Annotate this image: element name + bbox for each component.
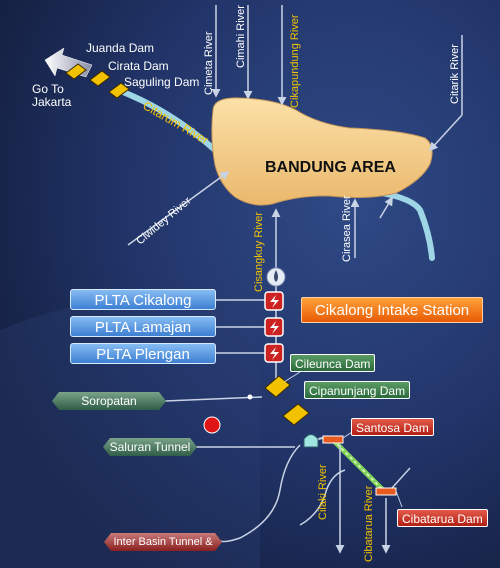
- santosa-dam-label: Santosa Dam: [351, 418, 434, 436]
- cipanunjang-dam-label: Cipanunjang Dam: [304, 381, 411, 399]
- plta-cikalong-label: PLTA Cikalong: [70, 289, 216, 310]
- cirasea-river-label: Cirasea River: [341, 195, 353, 262]
- east-feeder-line: [391, 467, 411, 489]
- citarik-river-arrow: [428, 114, 463, 152]
- soropatan-node: [247, 394, 253, 400]
- cibatarua-leader: [395, 490, 403, 508]
- cimahi-river-label: Cimahi River: [235, 5, 247, 68]
- bandung-area-shape: [211, 97, 433, 206]
- cirata-dam-icon: [89, 70, 111, 87]
- cimeta-river-label: Cimeta River: [203, 31, 215, 95]
- upper-dam-label-cirata: Cirata Dam: [108, 59, 169, 73]
- inter-basin-river: [219, 444, 301, 543]
- upper-dam-markers: [65, 63, 130, 99]
- east-tributary-arrow: [379, 196, 393, 219]
- soropatan-connector: [164, 396, 263, 402]
- juanda-dam-icon: [65, 63, 87, 80]
- plta-plengan-label: PLTA Plengan: [70, 343, 216, 364]
- cibatarua-dam-label: Cibatarua Dam: [397, 509, 488, 527]
- cileunca-leader: [283, 371, 301, 383]
- cilaki-river-label: Cilaki River: [317, 464, 329, 520]
- soropatan-label: Soropatan: [52, 392, 166, 410]
- red-point-marker: [203, 416, 221, 434]
- cipanunjang-dam-icon: [282, 403, 310, 426]
- santosa-channel-dash: [332, 439, 386, 493]
- destination-line1: Go To: [32, 82, 64, 96]
- plta-lamajan-label: PLTA Lamajan: [70, 316, 216, 337]
- lightning-icon: [270, 295, 279, 308]
- bandung-area-title: BANDUNG AREA: [265, 159, 396, 176]
- ciwidey-river-arrow: [127, 170, 230, 246]
- saluran-tunnel-label: Saluran Tunnel: [103, 438, 197, 456]
- cisangkuy-river-label: Cisangkuy River: [253, 212, 265, 292]
- saguling-dam-icon: [108, 82, 130, 99]
- lightning-icon: [270, 347, 279, 360]
- citarik-river-label: Citarik River: [449, 44, 461, 104]
- cibatarua-dam-icon: [375, 487, 397, 496]
- cibatarua-river-label: Cibatarua River: [363, 485, 375, 562]
- inter-basin-label: Inter Basin Tunnel & Weir: [104, 533, 222, 551]
- cileunca-dam-label: Cileunca Dam: [290, 354, 376, 372]
- lightning-icon: [270, 321, 279, 334]
- cikapundung-river-label: Cikapundung River: [289, 14, 301, 108]
- santosa-dam-icon: [322, 435, 344, 444]
- water-drop-icon: [274, 270, 278, 282]
- intake-station-label: Cikalong Intake Station: [301, 297, 483, 323]
- destination-line2: Jakarta: [32, 95, 72, 109]
- cilaki-tributary: [299, 469, 346, 526]
- upper-dam-label-juanda: Juanda Dam: [86, 41, 154, 55]
- plant-markers: [264, 291, 284, 363]
- cileunca-dam-icon: [264, 375, 291, 398]
- tunnel-portal-icon: [303, 434, 319, 448]
- upper-dam-label-saguling: Saguling Dam: [124, 75, 199, 89]
